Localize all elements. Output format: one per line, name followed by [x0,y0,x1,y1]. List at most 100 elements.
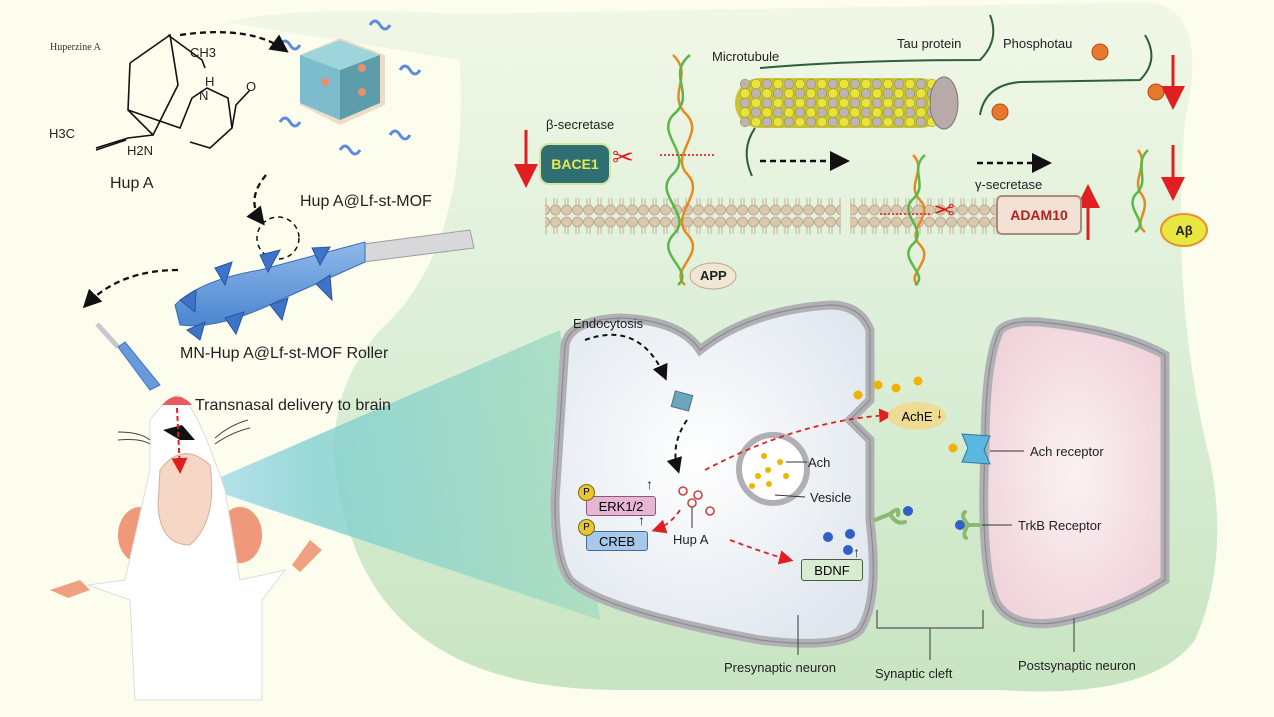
microtubule-bead [739,78,751,90]
mini-roller [95,322,161,391]
bdnf-box: BDNF [801,559,863,581]
microtubule-bead [904,107,916,118]
microtubule-bead [838,107,850,118]
microtubule-bead [772,97,784,109]
microtubule-bead [904,116,916,128]
postsynaptic-label: Postsynaptic neuron [1018,658,1136,673]
released-ach [853,376,958,453]
microtubule-bead [827,107,839,118]
microtubule-bead [827,116,839,128]
microtubule-bead [772,78,784,90]
hup-a-mof-particle [300,38,385,125]
microtubule-bead [750,107,762,118]
flow-arrow-mof-to-roller [246,174,267,226]
creb-up-arrow-icon: ↑ [638,512,645,528]
microtubule-bead [871,116,883,128]
ch3-label: CH3 [190,45,217,60]
app-badge [689,262,737,290]
nasal-spray-cap [162,396,192,405]
microtubule-bead [871,97,883,109]
microtubule-bead [860,107,872,118]
microtubule-bead [849,107,861,118]
microtubule-bead [783,78,795,90]
postsynaptic-neuron [979,317,1170,629]
phosphotau-strand [979,34,1153,116]
microtubule-bead [794,107,806,118]
ache-down-arrow-icon: ↓ [936,405,943,421]
phospho-group [1147,83,1165,101]
microtubule-bead [882,107,894,118]
trkb-receptor-post [961,510,982,540]
microtubule-bead [904,88,916,99]
lactoferrin-strands [278,19,422,156]
microtubule-bead [860,78,872,90]
microtubule-bead [827,78,839,90]
abeta-badge: Aβ [1160,213,1208,247]
microtubule-bead [849,88,861,99]
bdnf-up-arrow-icon: ↑ [853,544,860,560]
phospho-group [1091,43,1109,61]
microtubule-bead [827,88,839,99]
trkb-receptor-label: TrkB Receptor [1018,518,1102,533]
microtubule-bead [750,97,762,109]
microtubule-bead [783,116,795,128]
microtubule-bead [849,78,861,90]
trkb-receptor-pre [873,507,907,525]
microtubule-bead [783,107,795,118]
tau-protein-label: Tau protein [897,36,962,51]
zoom-circle [256,216,300,260]
microtubule-bead [871,107,883,118]
microtubule-bead [838,116,850,128]
microtubule-bead [805,88,817,99]
microtubule-bead [882,116,894,128]
microtubule-bead [761,116,773,128]
ach-receptor-label: Ach receptor [1030,444,1104,459]
microtubule-bead [750,116,762,128]
vesicle [736,432,810,506]
microtubule-bead [915,97,927,109]
abeta-helix [1131,149,1149,234]
structure-caption: Huperzine A [50,42,101,53]
presynaptic-label: Presynaptic neuron [724,660,837,675]
microtubule-bead [893,107,905,118]
microtubule-bead [904,78,916,90]
microtubule-bead [761,88,773,99]
microtubule-bead [849,97,861,109]
microneedle-roller [174,229,475,341]
membrane-right [850,198,1015,234]
microtubule-bead [915,107,927,118]
microtubule-bead [805,78,817,90]
microtubule-bead [838,97,850,109]
adam10-box: ADAM10 [996,195,1082,235]
h3c-label: H3C [49,126,76,141]
nh-h-label: H [205,74,215,89]
microtubule-bead [915,88,927,99]
microtubule-label: Microtubule [712,49,780,64]
microtubule-bead [783,88,795,99]
microtubule-bead [871,78,883,90]
mouse [50,394,322,701]
microtubule-bead [816,107,828,118]
membrane-left [545,198,841,234]
hup-a-structure [95,33,251,151]
microtubule-bead [739,116,751,128]
microtubule-bead [794,97,806,109]
erk-box: ERK1/2 [586,496,656,516]
microtubule-bead [761,97,773,109]
microtubule-bead [827,97,839,109]
vesicle-label: Vesicle [810,490,852,505]
beta-secretase-label: β-secretase [546,117,615,132]
microtubule [735,76,959,130]
mof-particle-small [670,390,694,412]
microtubule-bead [761,107,773,118]
microtubule-bead [761,78,773,90]
mof-label: Hup A@Lf-st-MOF [300,193,432,210]
mouse-brain [157,453,213,546]
pathway-arrow-bdnf [729,539,794,565]
microtubule-bead [893,116,905,128]
roller-label: MN-Hup A@Lf-st-MOF Roller [180,345,389,362]
delivery-label: Transnasal delivery to brain [195,397,391,414]
microtubule-bead [739,107,751,118]
microtubule-bead [860,97,872,109]
